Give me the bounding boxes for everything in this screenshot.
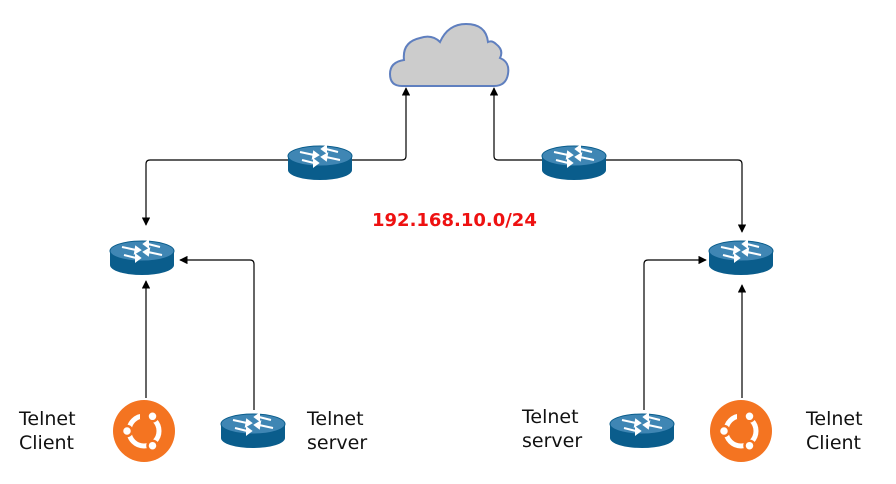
server-left-label-line2: server (307, 432, 368, 454)
cloud-icon (388, 22, 510, 87)
ubuntu-icon (710, 400, 772, 462)
router-icon (109, 240, 175, 276)
client-right-label-line1: Telnet (806, 408, 863, 430)
ubuntu-icon (113, 400, 175, 462)
router-icon (708, 240, 774, 276)
router-icon (541, 145, 607, 181)
link-mid-left-to-cloud (141, 87, 411, 226)
subnet-label: 192.168.10.0/24 (372, 210, 537, 231)
server-left-label: Telnet server (307, 407, 367, 455)
client-right-label: Telnet Client (806, 407, 863, 455)
client-left-label-line2: Client (19, 432, 75, 454)
client-right-label-line2: Client (806, 432, 862, 454)
router-icon (609, 413, 675, 449)
server-right-label: Telnet server (522, 405, 582, 453)
client-left-label: Telnet Client (19, 407, 76, 455)
router-icon (287, 145, 353, 181)
server-left-label-line1: Telnet (307, 408, 364, 430)
link-server-right (643, 255, 707, 410)
links (141, 87, 747, 410)
server-right-label-line1: Telnet (522, 406, 579, 428)
server-right-label-line2: server (522, 430, 583, 452)
link-cloud-to-mid-right (489, 87, 747, 233)
client-left-label-line1: Telnet (19, 408, 76, 430)
router-icon (220, 413, 286, 449)
link-server-left (179, 255, 255, 410)
